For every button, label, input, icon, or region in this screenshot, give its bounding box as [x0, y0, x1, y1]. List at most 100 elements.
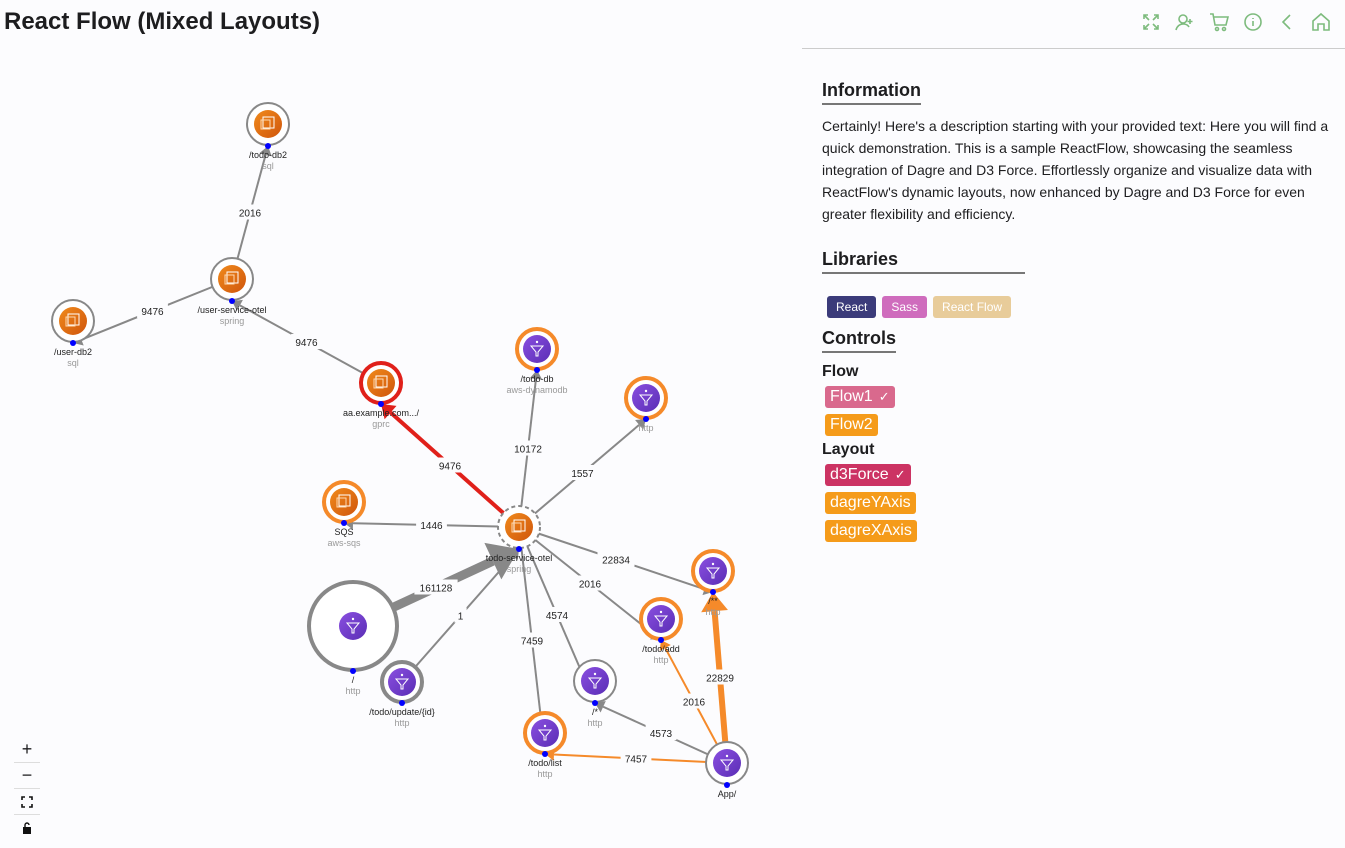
- compute-icon: [59, 307, 87, 335]
- node-update[interactable]: /todo/update/{id}http: [369, 660, 435, 728]
- edge-label: 9476: [439, 462, 462, 473]
- library-badge: Sass: [882, 296, 928, 318]
- node-handle[interactable]: [710, 589, 716, 595]
- edge-label: 161128: [420, 584, 453, 595]
- node-app[interactable]: App/: [705, 741, 749, 799]
- node-handle[interactable]: [229, 298, 235, 304]
- node-label: App/: [718, 789, 737, 799]
- zoom-in-button[interactable]: +: [14, 737, 40, 763]
- edge-aa-user-service[interactable]: 9476: [232, 299, 382, 384]
- node-handle[interactable]: [658, 637, 664, 643]
- cart-icon[interactable]: [1209, 12, 1230, 32]
- node-star[interactable]: /*http: [573, 659, 617, 728]
- layout-button-dagreyaxis[interactable]: dagreYAxis: [825, 492, 916, 514]
- top-toolbar: [1141, 12, 1331, 32]
- node-handle[interactable]: [592, 700, 598, 706]
- button-label: Flow1: [830, 388, 873, 405]
- node-label: /*: [592, 707, 599, 717]
- node-type: http: [345, 686, 360, 696]
- add-user-icon[interactable]: [1175, 12, 1195, 32]
- node-label: /: [352, 675, 355, 685]
- node-handle[interactable]: [643, 416, 649, 422]
- node-root[interactable]: /http: [307, 580, 399, 696]
- node-type: sql: [262, 161, 274, 171]
- funnel-icon: [339, 612, 367, 640]
- chevron-left-icon[interactable]: [1277, 12, 1297, 32]
- node-type: http: [587, 718, 602, 728]
- node-handle[interactable]: [516, 546, 522, 552]
- edge-user-service-user-db2[interactable]: 9476: [73, 278, 233, 346]
- compute-icon: [505, 513, 533, 541]
- node-http1[interactable]: http: [624, 376, 668, 433]
- layout-button-dagrexaxis[interactable]: dagreXAxis: [825, 520, 917, 542]
- funnel-icon: [531, 719, 559, 747]
- node-label: /todo/list: [528, 758, 562, 768]
- node-handle[interactable]: [265, 143, 271, 149]
- edge-todo-service-sqs[interactable]: 1446: [344, 516, 520, 532]
- node-handle[interactable]: [350, 668, 356, 674]
- controls-heading: Controls: [822, 328, 896, 353]
- node-handle[interactable]: [70, 340, 76, 346]
- node-handle[interactable]: [378, 401, 384, 407]
- arrowhead-icon: [529, 370, 543, 380]
- edge-update-todo-service[interactable]: 1: [401, 549, 519, 683]
- flow-canvas[interactable]: 2016947694769476101721557144616112817459…: [0, 50, 800, 848]
- edge-label: 2016: [683, 698, 706, 709]
- node-label: /todo/update/{id}: [369, 707, 435, 717]
- fit-view-button[interactable]: [14, 789, 40, 815]
- edge-label: 22834: [602, 556, 630, 567]
- edge-label: 1557: [571, 469, 594, 480]
- node-handle[interactable]: [534, 367, 540, 373]
- funnel-icon: [713, 749, 741, 777]
- edge-todo-service-todo-db[interactable]: 10172: [509, 370, 547, 528]
- edge-todo-service-http1[interactable]: 1557: [518, 419, 646, 528]
- information-heading: Information: [822, 80, 921, 105]
- edge-label: 4573: [650, 729, 673, 740]
- flow-button-flow2[interactable]: Flow2: [825, 414, 878, 436]
- node-dstar[interactable]: /**http: [691, 549, 735, 617]
- node-type: http: [394, 718, 409, 728]
- node-aa[interactable]: aa.example.com.../gprc: [343, 361, 420, 429]
- node-type: http: [638, 423, 653, 433]
- edge-label: 10172: [514, 445, 542, 456]
- edge-label: 4574: [546, 611, 569, 622]
- node-handle[interactable]: [724, 782, 730, 788]
- node-label: /todo-db: [520, 374, 553, 384]
- node-label: aa.example.com.../: [343, 408, 420, 418]
- flow-heading: Flow: [822, 363, 859, 380]
- arrowhead-icon: [381, 404, 397, 420]
- fullscreen-icon[interactable]: [1141, 12, 1161, 32]
- edge-todo-service-aa[interactable]: 9476: [381, 404, 521, 529]
- information-section: Information Certainly! Here's a descript…: [822, 80, 1332, 225]
- information-text: Certainly! Here's a description starting…: [822, 118, 1329, 222]
- arrowhead-icon: [508, 549, 519, 560]
- arrowhead-icon: [635, 419, 646, 430]
- node-handle[interactable]: [341, 520, 347, 526]
- edge-todo-service-dstar[interactable]: 22834: [518, 526, 713, 596]
- lock-icon[interactable]: [14, 815, 40, 841]
- node-handle[interactable]: [399, 700, 405, 706]
- node-type: http: [537, 769, 552, 779]
- arrowhead-icon: [659, 640, 671, 651]
- zoom-out-button[interactable]: −: [14, 763, 40, 789]
- edge-app-dstar[interactable]: 22829: [701, 592, 739, 764]
- node-handle[interactable]: [542, 751, 548, 757]
- arrowhead-icon: [232, 299, 243, 311]
- info-icon[interactable]: [1243, 12, 1263, 32]
- node-label: /todo-db2: [249, 150, 287, 160]
- button-label: dagreYAxis: [830, 494, 911, 511]
- edge-user-service-todo-db2[interactable]: 2016: [231, 146, 272, 280]
- edge-label: 7457: [625, 755, 648, 766]
- flow-button-flow1[interactable]: Flow1✓: [825, 386, 895, 408]
- home-icon[interactable]: [1311, 12, 1331, 32]
- layout-button-d3force[interactable]: d3Force✓: [825, 464, 911, 486]
